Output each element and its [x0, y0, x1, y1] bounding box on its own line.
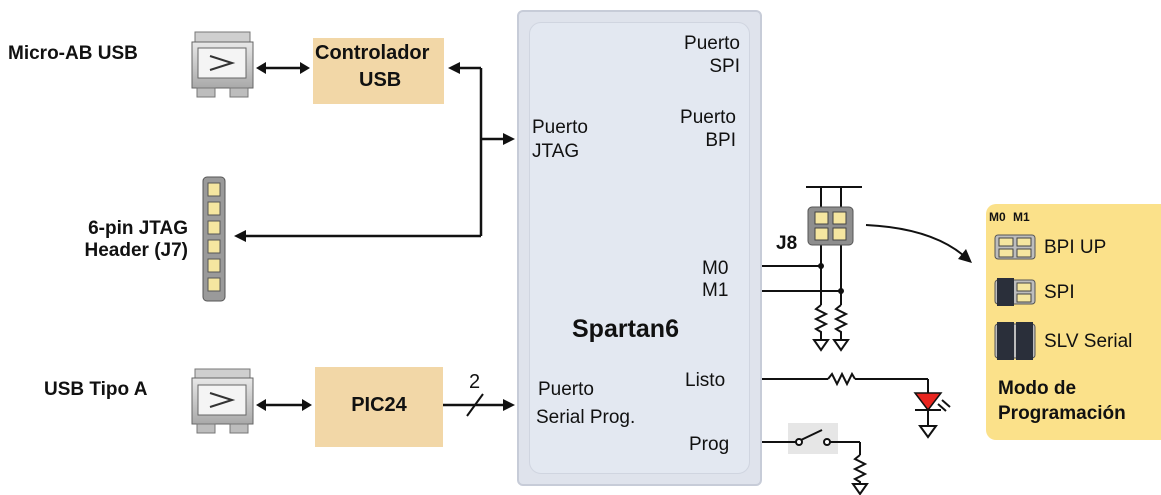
listo-led-circuit [762, 371, 951, 439]
jtag-header-arrowhead [234, 230, 246, 242]
jtag-port-arrowhead [503, 133, 515, 145]
prog-button-circuit [762, 429, 869, 495]
usb-controller-label-line1: Controlador [315, 42, 430, 64]
jtag-header-label-line1: 6-pin JTAG [88, 218, 188, 239]
controller-arrowhead [448, 62, 460, 74]
spartan6-label: Spartan6 [572, 315, 679, 343]
puerto-serial-label: Puerto Serial Prog. [536, 376, 635, 432]
j8-jumper-circuit [762, 186, 862, 352]
j8-jumper-label: J8 [776, 233, 798, 254]
mode-m1-header: M1 [1013, 210, 1030, 224]
m1-junction-dot [838, 288, 844, 294]
puerto-serial-line2: Serial Prog. [536, 407, 636, 428]
mode-slv-serial-jumper-icon [994, 322, 1036, 360]
listo-pin-label: Listo [685, 370, 726, 391]
puerto-jtag-label: Puerto JTAG [532, 116, 588, 164]
spartan6-fpga [517, 10, 762, 486]
pic24-block: PIC24 [315, 367, 443, 447]
prog-button-background [788, 423, 838, 454]
m1-pin-label: M1 [702, 280, 729, 301]
mode-spi-label: SPI [1044, 282, 1075, 303]
puerto-spi-line2: SPI [709, 56, 740, 77]
puerto-jtag-line2: JTAG [532, 141, 580, 162]
mode-slv-serial-label: SLV Serial [1044, 331, 1133, 352]
usb-controller-label-line2: USB [359, 69, 402, 91]
jtag-header-connector-icon [202, 176, 226, 302]
mode-panel-arrowhead [958, 249, 972, 263]
m0-pin-label: M0 [702, 258, 729, 279]
usb-tipo-a-label: USB Tipo A [44, 379, 148, 400]
led-icon [913, 392, 943, 412]
mode-m0-header: M0 [989, 210, 1006, 224]
usb-tipo-a-connector-icon [191, 368, 254, 434]
jtag-header-label: 6-pin JTAG Header (J7) [18, 218, 189, 262]
jtag-header-label-line2: Header (J7) [84, 240, 189, 261]
j8-jumper-block-icon [807, 206, 854, 246]
puerto-bpi-line1: Puerto [680, 107, 736, 128]
mode-panel-title-line1: Modo de [998, 378, 1077, 399]
pic24-label: PIC24 [351, 394, 407, 416]
mode-panel-title: Modo de Programación [998, 376, 1126, 426]
puerto-spi-line1: Puerto [684, 33, 740, 54]
puerto-bpi-line2: BPI [705, 130, 736, 151]
m0-junction-dot [818, 263, 824, 269]
usb-controller-block: Controlador USB [313, 38, 444, 104]
micro-ab-usb-label: Micro-AB USB [8, 43, 138, 64]
j8-to-mode-panel-arrow [865, 224, 964, 256]
mode-spi-jumper-icon [994, 278, 1036, 306]
mode-bpi-up-label: BPI UP [1044, 237, 1107, 258]
puerto-serial-line1: Puerto [538, 379, 594, 400]
jtag-bus-lines [245, 66, 506, 238]
usb-a-to-pic24-arrow [256, 399, 312, 411]
puerto-jtag-line1: Puerto [532, 117, 588, 138]
mode-bpi-up-jumper-icon [994, 234, 1036, 260]
micro-ab-usb-connector-icon [191, 31, 254, 98]
puerto-spi-label: Puerto SPI [640, 32, 740, 78]
mode-panel-title-line2: Programación [998, 403, 1126, 424]
prog-pin-label: Prog [689, 434, 730, 455]
usb-to-controller-arrow [256, 62, 310, 74]
serial-port-arrowhead [503, 399, 515, 411]
serial-bus-line [443, 393, 506, 417]
puerto-bpi-label: Puerto BPI [640, 106, 736, 152]
bus-width-label: 2 [469, 371, 481, 393]
